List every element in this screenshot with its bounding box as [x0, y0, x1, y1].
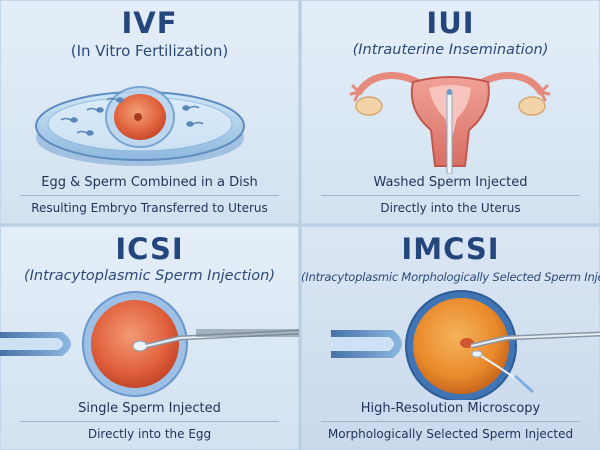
panel-title: IUI [426, 6, 475, 40]
petri-dish-icon [35, 86, 245, 166]
caption-primary: High-Resolution Microscopy [360, 401, 541, 416]
panel-subtitle: (Intracytoplasmic Morphologically Select… [301, 270, 600, 284]
panel-title: IVF [121, 6, 178, 40]
caption-primary: Egg & Sperm Combined in a Dish [41, 175, 258, 190]
panel-icsi: ICSI (Intracytoplasmic Sperm Injection) [0, 226, 299, 450]
panel-imcsi: IMCSI (Intracytoplasmic Morphologically … [301, 226, 600, 450]
micro-injection-icon [331, 290, 600, 400]
caption-primary: Washed Sperm Injected [373, 175, 528, 190]
panel-title: IMCSI [401, 232, 500, 266]
divider [321, 421, 580, 422]
panel-subtitle: (Intracytoplasmic Sperm Injection) [23, 268, 276, 284]
uterus-icon [349, 72, 551, 174]
divider [321, 195, 580, 196]
micro-injection-icon [0, 291, 299, 397]
caption-primary: Single Sperm Injected [78, 401, 221, 416]
caption-secondary: Directly into the Egg [87, 427, 212, 441]
panel-subtitle: (Intrauterine Insemination) [352, 42, 549, 58]
caption-secondary: Resulting Embryo Transferred to Uterus [31, 201, 268, 215]
divider [20, 421, 279, 422]
caption-secondary: Morphologically Selected Sperm Injected [327, 427, 574, 441]
panel-iui: IUI (Intrauterine Insemination) [301, 0, 600, 224]
panel-title: ICSI [115, 232, 184, 266]
caption-secondary: Directly into the Uterus [380, 201, 521, 215]
divider [20, 195, 279, 196]
panel-ivf: IVF (In Vitro Fertilization) [0, 0, 299, 224]
panel-subtitle: (In Vitro Fertilization) [70, 42, 229, 60]
